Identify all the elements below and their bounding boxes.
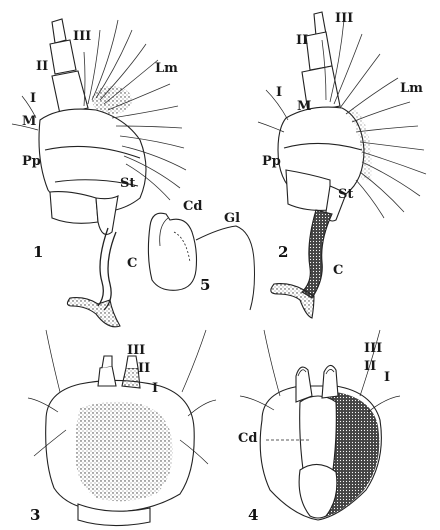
- figure-number-3: 3: [30, 508, 40, 523]
- fig4-palp-right: [322, 365, 338, 398]
- fig2-segment-II: [306, 32, 332, 70]
- fig2-label-M: M: [297, 100, 311, 113]
- fig3-label-II: II: [138, 362, 150, 375]
- fig2-label-St: St: [338, 188, 353, 201]
- fig4-palp-left: [296, 367, 312, 402]
- fig1-label-II: II: [36, 60, 48, 73]
- fig2-label-Pp: Pp: [262, 155, 281, 168]
- fig3-stippled-field: [76, 402, 173, 501]
- fig5-gland-duct: [196, 226, 255, 310]
- fig5-label-Gl: Gl: [224, 212, 240, 225]
- figure-4: [240, 330, 400, 520]
- figure-number-2: 2: [278, 245, 288, 260]
- fig1-stipes: [96, 196, 118, 234]
- fig3-palp-left: [98, 366, 116, 386]
- fig1-label-C: C: [127, 257, 137, 270]
- fig1-cardo-foot: [67, 298, 120, 327]
- fig2-label-Lm: Lm: [400, 82, 423, 95]
- fig1-segment-III: [52, 19, 66, 43]
- fig1-segment-I: [52, 71, 88, 114]
- figure-number-4: 4: [248, 508, 258, 523]
- fig1-label-St: St: [120, 177, 135, 190]
- fig4-label-Cd: Cd: [238, 432, 257, 445]
- fig5-gland-sac: [148, 213, 196, 290]
- fig2-label-I: I: [276, 86, 282, 99]
- fig2-label-II: II: [296, 34, 308, 47]
- fig2-label-C: C: [333, 264, 343, 277]
- fig2-label-III: III: [335, 12, 353, 25]
- figure-3: [28, 330, 216, 526]
- fig1-label-M: M: [22, 115, 36, 128]
- fig4-label-II: II: [364, 360, 376, 373]
- fig3-label-III: III: [127, 344, 145, 357]
- fig1-cardo: [98, 228, 108, 306]
- fig3-label-I: I: [152, 382, 158, 395]
- fig1-segment-II: [50, 40, 76, 74]
- fig1-label-Lm: Lm: [155, 62, 178, 75]
- fig2-cardo: [302, 210, 332, 298]
- fig1-palpifer: [50, 192, 98, 224]
- fig1-label-III: III: [73, 30, 91, 43]
- fig5-label-Cd: Cd: [183, 200, 202, 213]
- figure-5: [148, 213, 254, 310]
- fig4-label-III: III: [364, 342, 382, 355]
- figure-number-1: 1: [33, 245, 43, 260]
- fig4-label-I: I: [384, 371, 390, 384]
- figure-number-5: 5: [200, 278, 210, 293]
- fig1-label-Pp: Pp: [22, 155, 41, 168]
- fig1-label-I: I: [30, 92, 36, 105]
